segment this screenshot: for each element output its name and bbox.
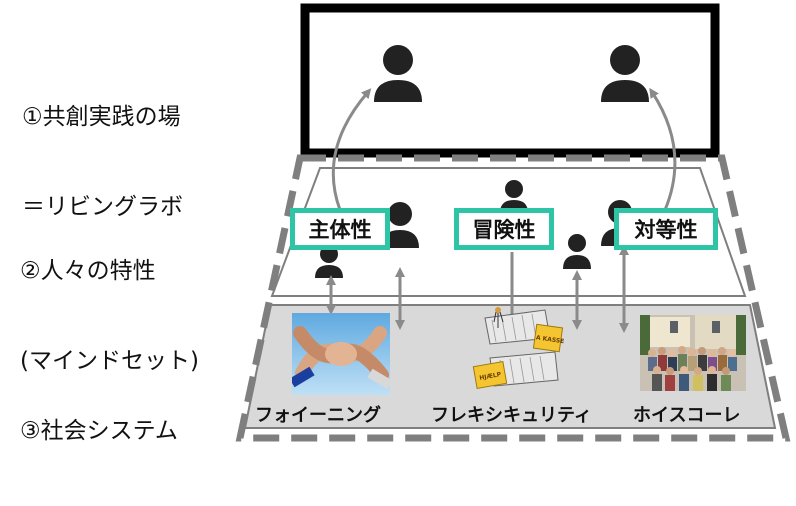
flexicurity-image: A KASSE HJÆLP	[472, 307, 565, 390]
person-icon	[563, 234, 591, 269]
system-label-foreningen: フォイーニング	[255, 405, 381, 426]
layer1-label: ①共創実践の場 ＝リビングラボ	[22, 42, 183, 282]
layer2-label-line2: (マインドセット)	[20, 348, 199, 374]
layer2-label: ②人々の特性 (マインドセット)	[20, 196, 199, 436]
living-lab-box	[300, 3, 720, 158]
layer2-label-line1: ②人々の特性	[20, 258, 156, 284]
person-icon	[374, 45, 422, 102]
layer1-label-line2: ＝リビングラボ	[22, 194, 183, 220]
trait-subjectivity: 主体性	[290, 208, 390, 250]
folk-high-school-photo	[640, 315, 746, 391]
diagram: ①共創実践の場 ＝リビングラボ ②人々の特性 (マインドセット) ③社会システム	[20, 3, 791, 444]
hands-photo	[292, 313, 390, 395]
trait-equality: 対等性	[614, 208, 718, 250]
arrow-subjectivity-to-lab	[331, 88, 372, 211]
group-image	[640, 315, 746, 391]
flexicurity-illustration: A KASSE HJÆLP	[470, 300, 570, 396]
arrow-equality-to-lab	[649, 87, 677, 211]
person-icon	[601, 45, 649, 102]
poster-text-hjaelp: HJÆLP	[479, 371, 502, 382]
poster-text-a: A KASSE	[535, 334, 564, 345]
person-icon	[381, 202, 419, 248]
dashed-frame	[235, 154, 791, 442]
layer3-label: ③社会システム	[20, 356, 178, 506]
hands-image	[292, 313, 390, 395]
layer3-label-line1: ③社会システム	[20, 418, 178, 444]
trait-adventurousness: 冒険性	[454, 208, 554, 250]
layer1-label-line1: ①共創実践の場	[22, 104, 181, 130]
system-label-flexicurity: フレキシキュリティ	[431, 405, 592, 426]
system-label-folk-high-school: ホイスコーレ	[633, 405, 741, 426]
